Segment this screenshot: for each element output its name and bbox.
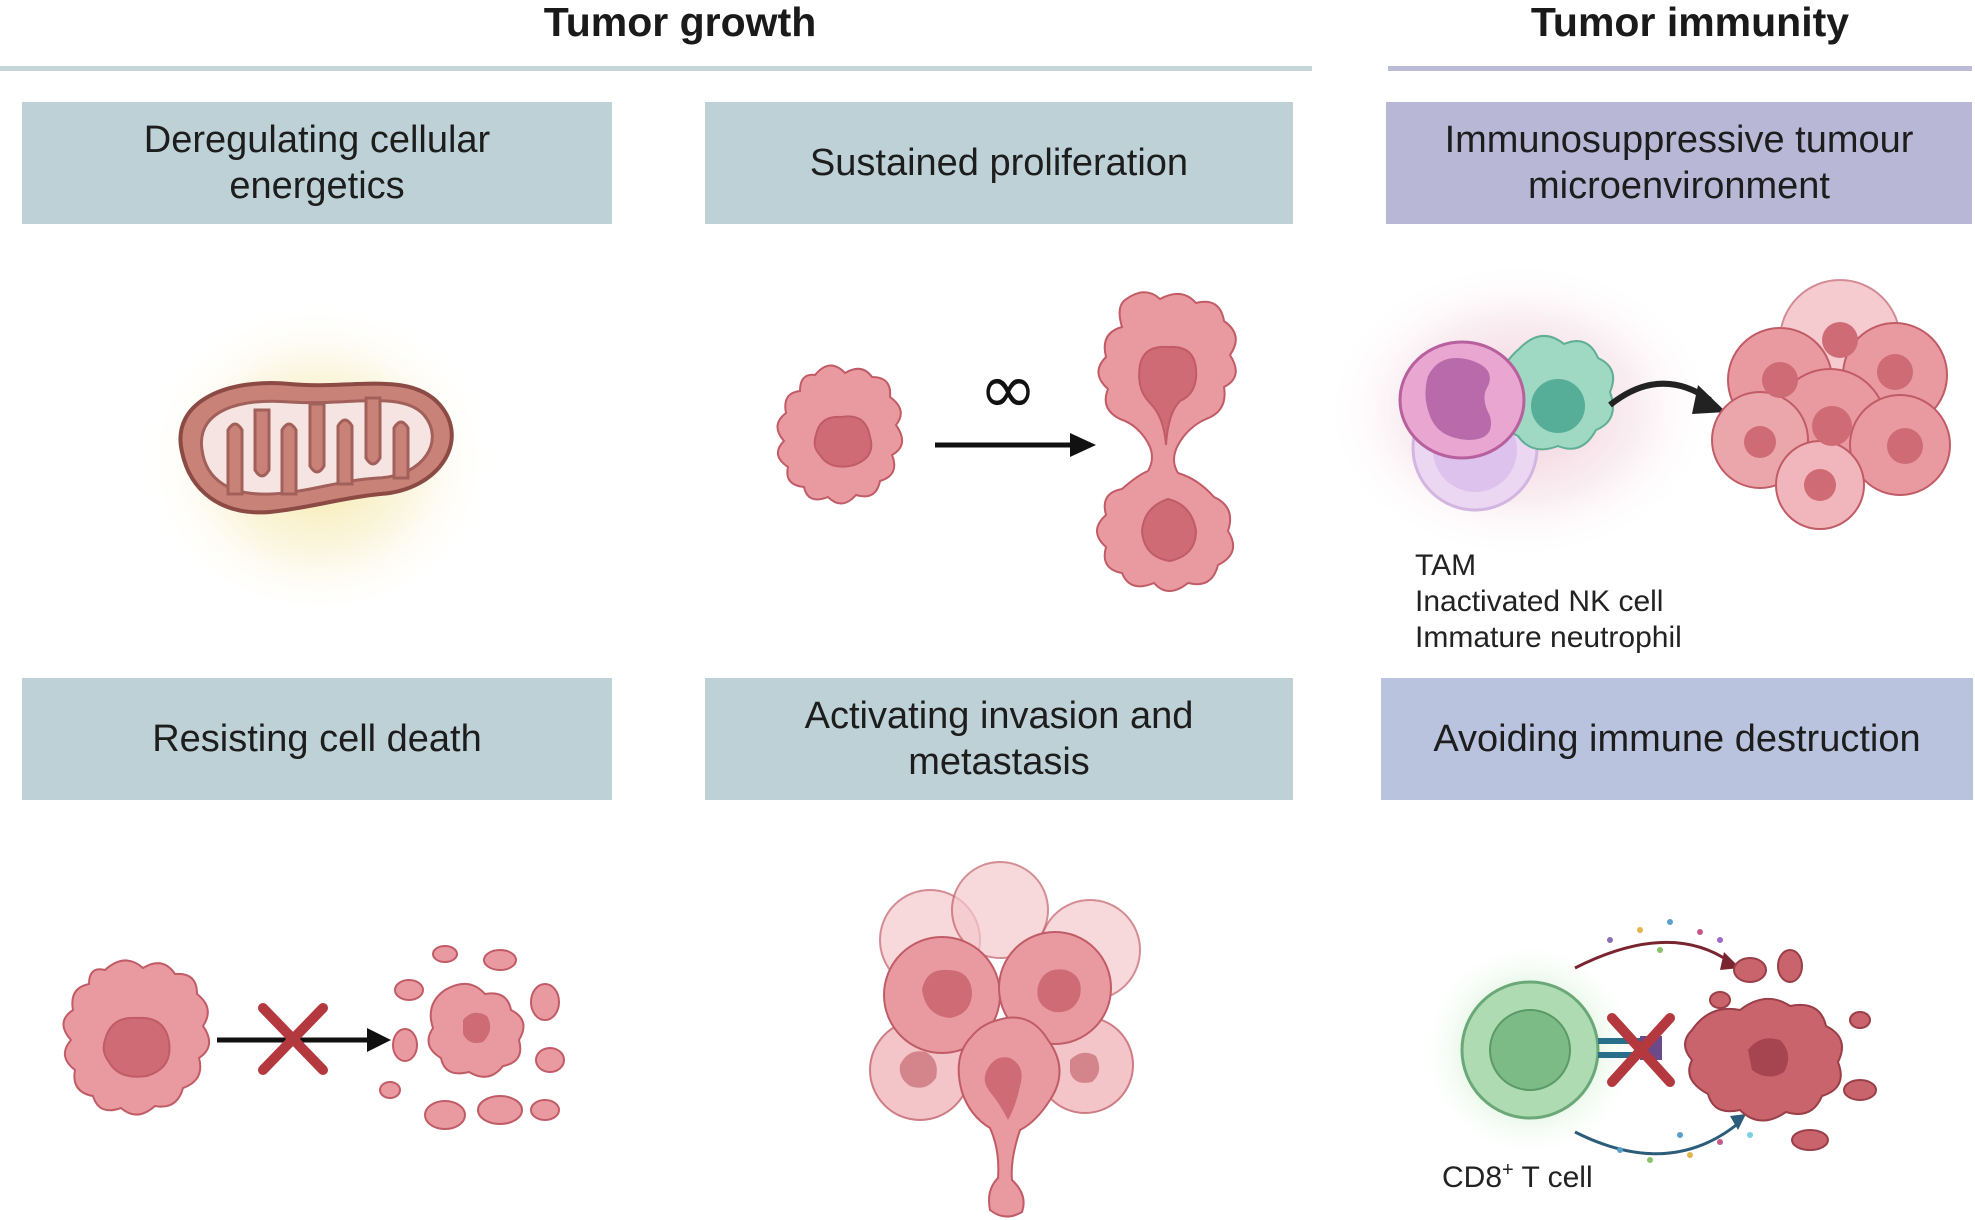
tumor-growth-rule xyxy=(0,66,1312,71)
avoiding-immune-destruction-illustration xyxy=(1420,919,1877,1163)
tumor-immunity-rule xyxy=(1388,66,1972,71)
cd8-t-cell-label: CD8+ T cell xyxy=(1442,1152,1593,1196)
intact-cancer-cell xyxy=(62,959,210,1116)
box-immunosuppressive-microenvironment: Immunosuppressive tumour microenvironmen… xyxy=(1386,102,1972,224)
box-text-line: Sustained proliferation xyxy=(809,142,1189,184)
box-text-line: Activating invasion and xyxy=(804,695,1194,737)
box-text-line: metastasis xyxy=(908,741,1090,783)
box-text-line: Immunosuppressive tumour xyxy=(1444,119,1914,161)
cd8-prefix: CD8 xyxy=(1442,1161,1503,1194)
nk-cell-label: Inactivated NK cell xyxy=(1415,585,1664,618)
neutrophil-cell xyxy=(1497,335,1614,451)
tumor-immunity-header: Tumor immunity xyxy=(1530,0,1850,45)
box-activating-invasion: Activating invasion and metastasis xyxy=(705,678,1293,800)
dividing-cancer-cell xyxy=(1096,291,1237,592)
tumor-cluster xyxy=(1711,279,1951,530)
tumor-growth-header: Tumor growth xyxy=(543,0,817,45)
blocked-cross-icon xyxy=(258,1003,328,1075)
blocked-cross-icon xyxy=(1607,1013,1675,1087)
cytokine-arrow-top xyxy=(1574,941,1731,970)
resisting-cell-death-illustration xyxy=(62,945,565,1130)
box-text-line: energetics xyxy=(229,165,405,207)
cd8-t-cell xyxy=(1460,980,1600,1120)
cytokine-arrow-bottom xyxy=(1574,1120,1741,1156)
tam-label: TAM xyxy=(1415,549,1477,582)
single-cancer-cell xyxy=(776,364,903,505)
box-text-line: microenvironment xyxy=(1527,165,1830,207)
neutrophil-label: Immature neutrophil xyxy=(1415,621,1682,654)
box-avoiding-immune-destruction: Avoiding immune destruction xyxy=(1381,678,1973,800)
box-text-line: Resisting cell death xyxy=(152,718,482,760)
macrophage-cell xyxy=(1398,340,1526,460)
box-sustained-proliferation: Sustained proliferation xyxy=(705,102,1293,224)
infinity-symbol: ∞ xyxy=(979,348,1037,430)
cd8-superscript: + xyxy=(1502,1159,1514,1181)
proliferation-illustration: ∞ xyxy=(776,291,1237,592)
cytokine-dots xyxy=(1607,919,1753,1163)
mitochondrion-illustration xyxy=(143,285,493,605)
box-deregulating-energetics: Deregulating cellular energetics xyxy=(22,102,612,224)
box-text-line: Deregulating cellular xyxy=(143,119,491,161)
box-resisting-cell-death: Resisting cell death xyxy=(22,678,612,800)
immune-cells-illustration xyxy=(1325,260,1951,560)
box-text-line: Avoiding immune destruction xyxy=(1433,718,1921,760)
invasion-metastasis-illustration xyxy=(869,861,1141,1218)
cd8-suffix: T cell xyxy=(1513,1161,1593,1194)
